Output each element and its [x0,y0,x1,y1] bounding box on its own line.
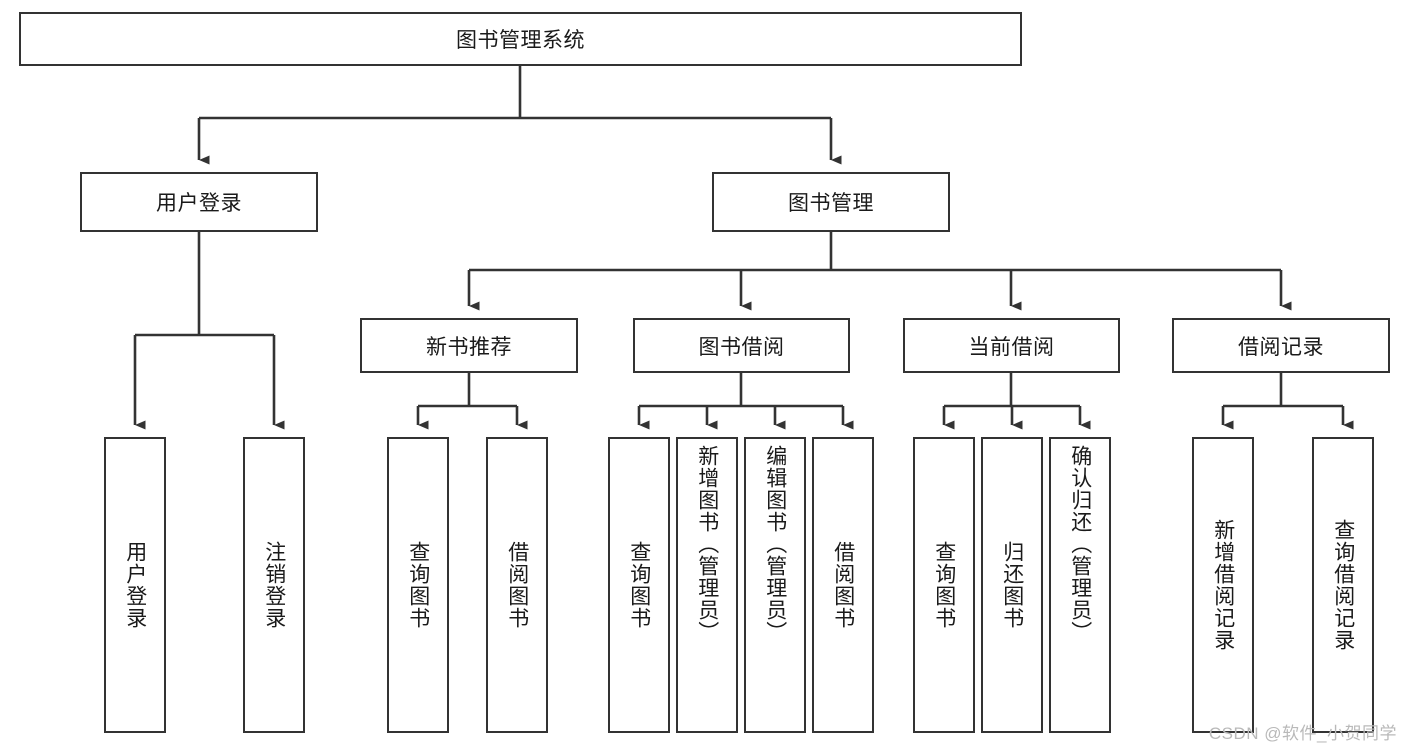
leaf-user-login[interactable]: 用户登录 [104,437,166,733]
leaf-add-book-admin[interactable]: 新增图书（管理员） [676,437,738,733]
leaf-add-borrow-record[interactable]: 新增借阅记录 [1192,437,1254,733]
leaf-label: 用户登录 [123,541,147,629]
node-book-management[interactable]: 图书管理 [712,172,950,232]
leaf-label: 确认归还（管理员） [1068,445,1092,643]
node-root-system[interactable]: 图书管理系统 [19,12,1022,66]
node-label: 用户登录 [156,192,242,215]
leaf-label: 归还图书 [1000,541,1024,629]
node-label: 图书管理系统 [456,29,585,52]
node-user-login[interactable]: 用户登录 [80,172,318,232]
node-label: 图书管理 [788,192,874,215]
node-new-book-recommendation[interactable]: 新书推荐 [360,318,578,373]
leaf-query-books-borrow[interactable]: 查询图书 [608,437,670,733]
node-current-borrowing[interactable]: 当前借阅 [903,318,1120,373]
leaf-label: 查询图书 [932,541,956,629]
node-label: 当前借阅 [968,335,1055,359]
leaf-query-books-recommend[interactable]: 查询图书 [387,437,449,733]
node-label: 借阅记录 [1238,335,1324,359]
node-borrow-records[interactable]: 借阅记录 [1172,318,1390,373]
leaf-return-books[interactable]: 归还图书 [981,437,1043,733]
node-label: 图书借阅 [698,335,785,359]
leaf-logout[interactable]: 注销登录 [243,437,305,733]
leaf-label: 查询图书 [406,541,430,629]
leaf-borrow-books-recommend[interactable]: 借阅图书 [486,437,548,733]
leaf-query-borrow-record[interactable]: 查询借阅记录 [1312,437,1374,733]
node-label: 新书推荐 [426,335,512,359]
leaf-query-books-current[interactable]: 查询图书 [913,437,975,733]
leaf-label: 新增图书（管理员） [695,445,719,643]
leaf-edit-book-admin[interactable]: 编辑图书（管理员） [744,437,806,733]
leaf-label: 注销登录 [262,541,286,629]
leaf-confirm-return-admin[interactable]: 确认归还（管理员） [1049,437,1111,733]
leaf-label: 新增借阅记录 [1211,519,1235,651]
leaf-label: 编辑图书（管理员） [763,445,787,643]
watermark-text: CSDN @软件_小贺同学 [1208,724,1397,743]
node-book-borrowing[interactable]: 图书借阅 [633,318,850,373]
leaf-label: 借阅图书 [505,541,529,629]
leaf-label: 借阅图书 [831,541,855,629]
leaf-borrow-books[interactable]: 借阅图书 [812,437,874,733]
leaf-label: 查询借阅记录 [1331,519,1355,651]
leaf-label: 查询图书 [627,541,651,629]
